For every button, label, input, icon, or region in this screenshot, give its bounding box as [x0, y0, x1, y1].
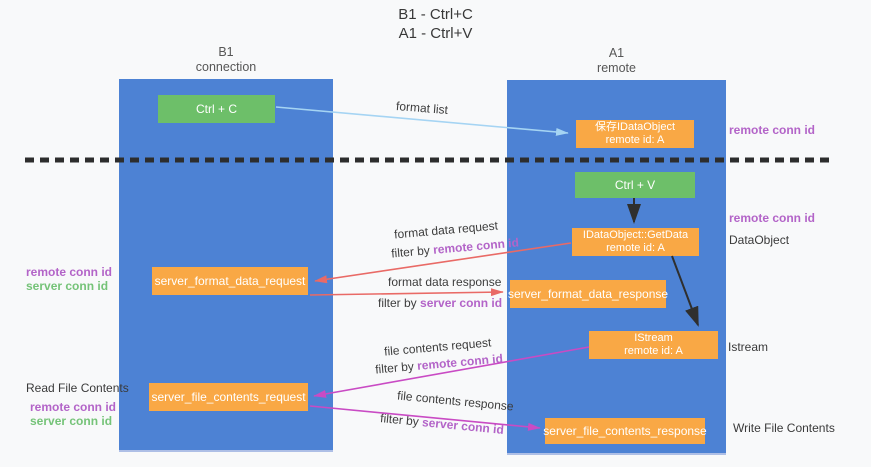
node-server-file-contents-response: server_file_contents_response — [543, 418, 707, 444]
right-column-name: A1 — [608, 46, 625, 60]
node-server-format-data-request: server_format_data_request — [152, 267, 308, 295]
label-remote-conn-id-bottom-left: remote conn id — [30, 400, 117, 414]
label-read-file-contents: Read File Contents — [26, 381, 129, 395]
node-getdata-line1: IDataObject::GetData — [582, 229, 689, 241]
node-ctrl-c-label: Ctrl + C — [195, 102, 237, 116]
label-remote-conn-id-mid-right: remote conn id — [729, 211, 816, 225]
filter-by-text: filter by — [379, 411, 420, 429]
label-write-file-contents: Write File Contents — [733, 421, 835, 435]
label-remote-conn-id-left: remote conn id — [26, 265, 113, 279]
label-dataobject: DataObject — [729, 233, 790, 247]
label-server-conn-id-left: server conn id — [26, 279, 109, 293]
node-istream-line1: IStream — [634, 332, 673, 344]
arrow-format-data-response — [309, 288, 504, 297]
node-format-request-label: server_format_data_request — [154, 274, 306, 288]
node-server-file-contents-request: server_file_contents_request — [149, 383, 308, 411]
filter-by-text: filter by — [378, 296, 417, 310]
diagram-title: B1 - Ctrl+C A1 - Ctrl+V — [0, 5, 871, 43]
label-format-list: format list — [395, 98, 449, 118]
node-idataobject-getdata: IDataObject::GetData remote id: A — [572, 228, 699, 256]
node-ctrl-c: Ctrl + C — [158, 95, 275, 123]
node-ctrl-v: Ctrl + V — [575, 172, 695, 198]
label-istream: Istream — [728, 340, 769, 354]
node-file-response-label: server_file_contents_response — [543, 424, 707, 438]
label-server-conn-id-bottom-left: server conn id — [30, 414, 113, 428]
node-istream: IStream remote id: A — [589, 331, 718, 359]
left-column-role: connection — [195, 60, 257, 74]
title-line-1: B1 - Ctrl+C — [398, 6, 473, 23]
node-format-response-label: server_format_data_response — [507, 287, 669, 301]
server-conn-id-text: server conn id — [420, 296, 503, 310]
node-ctrl-v-label: Ctrl + V — [614, 178, 656, 192]
filter-by-text: filter by — [390, 243, 431, 261]
filter-by-text: filter by — [374, 359, 415, 377]
label-file-contents-response: file contents response — [396, 388, 515, 414]
node-file-request-label: server_file_contents_request — [151, 390, 306, 404]
node-save-idataobject: 保存IDataObject remote id: A — [576, 120, 694, 148]
label-filter-by-server-1: filter by server conn id — [378, 296, 502, 310]
node-server-format-data-response: server_format_data_response — [507, 280, 669, 308]
left-column-name: B1 — [218, 45, 234, 59]
node-getdata-line2: remote id: A — [606, 242, 665, 254]
server-conn-id-text: server conn id — [421, 415, 505, 437]
label-filter-by-server-2: filter by server conn id — [380, 411, 505, 437]
left-column-header: B1 connection — [119, 45, 333, 75]
node-save-idataobject-line1: 保存IDataObject — [594, 121, 676, 133]
node-istream-line2: remote id: A — [624, 345, 683, 357]
label-format-data-response: format data response — [388, 275, 502, 289]
title-line-2: A1 - Ctrl+V — [398, 25, 473, 42]
right-column-role: remote — [597, 61, 636, 75]
node-save-idataobject-line2: remote id: A — [605, 134, 665, 146]
label-remote-conn-id-top-right: remote conn id — [729, 123, 816, 137]
right-column-header: A1 remote — [507, 46, 726, 76]
